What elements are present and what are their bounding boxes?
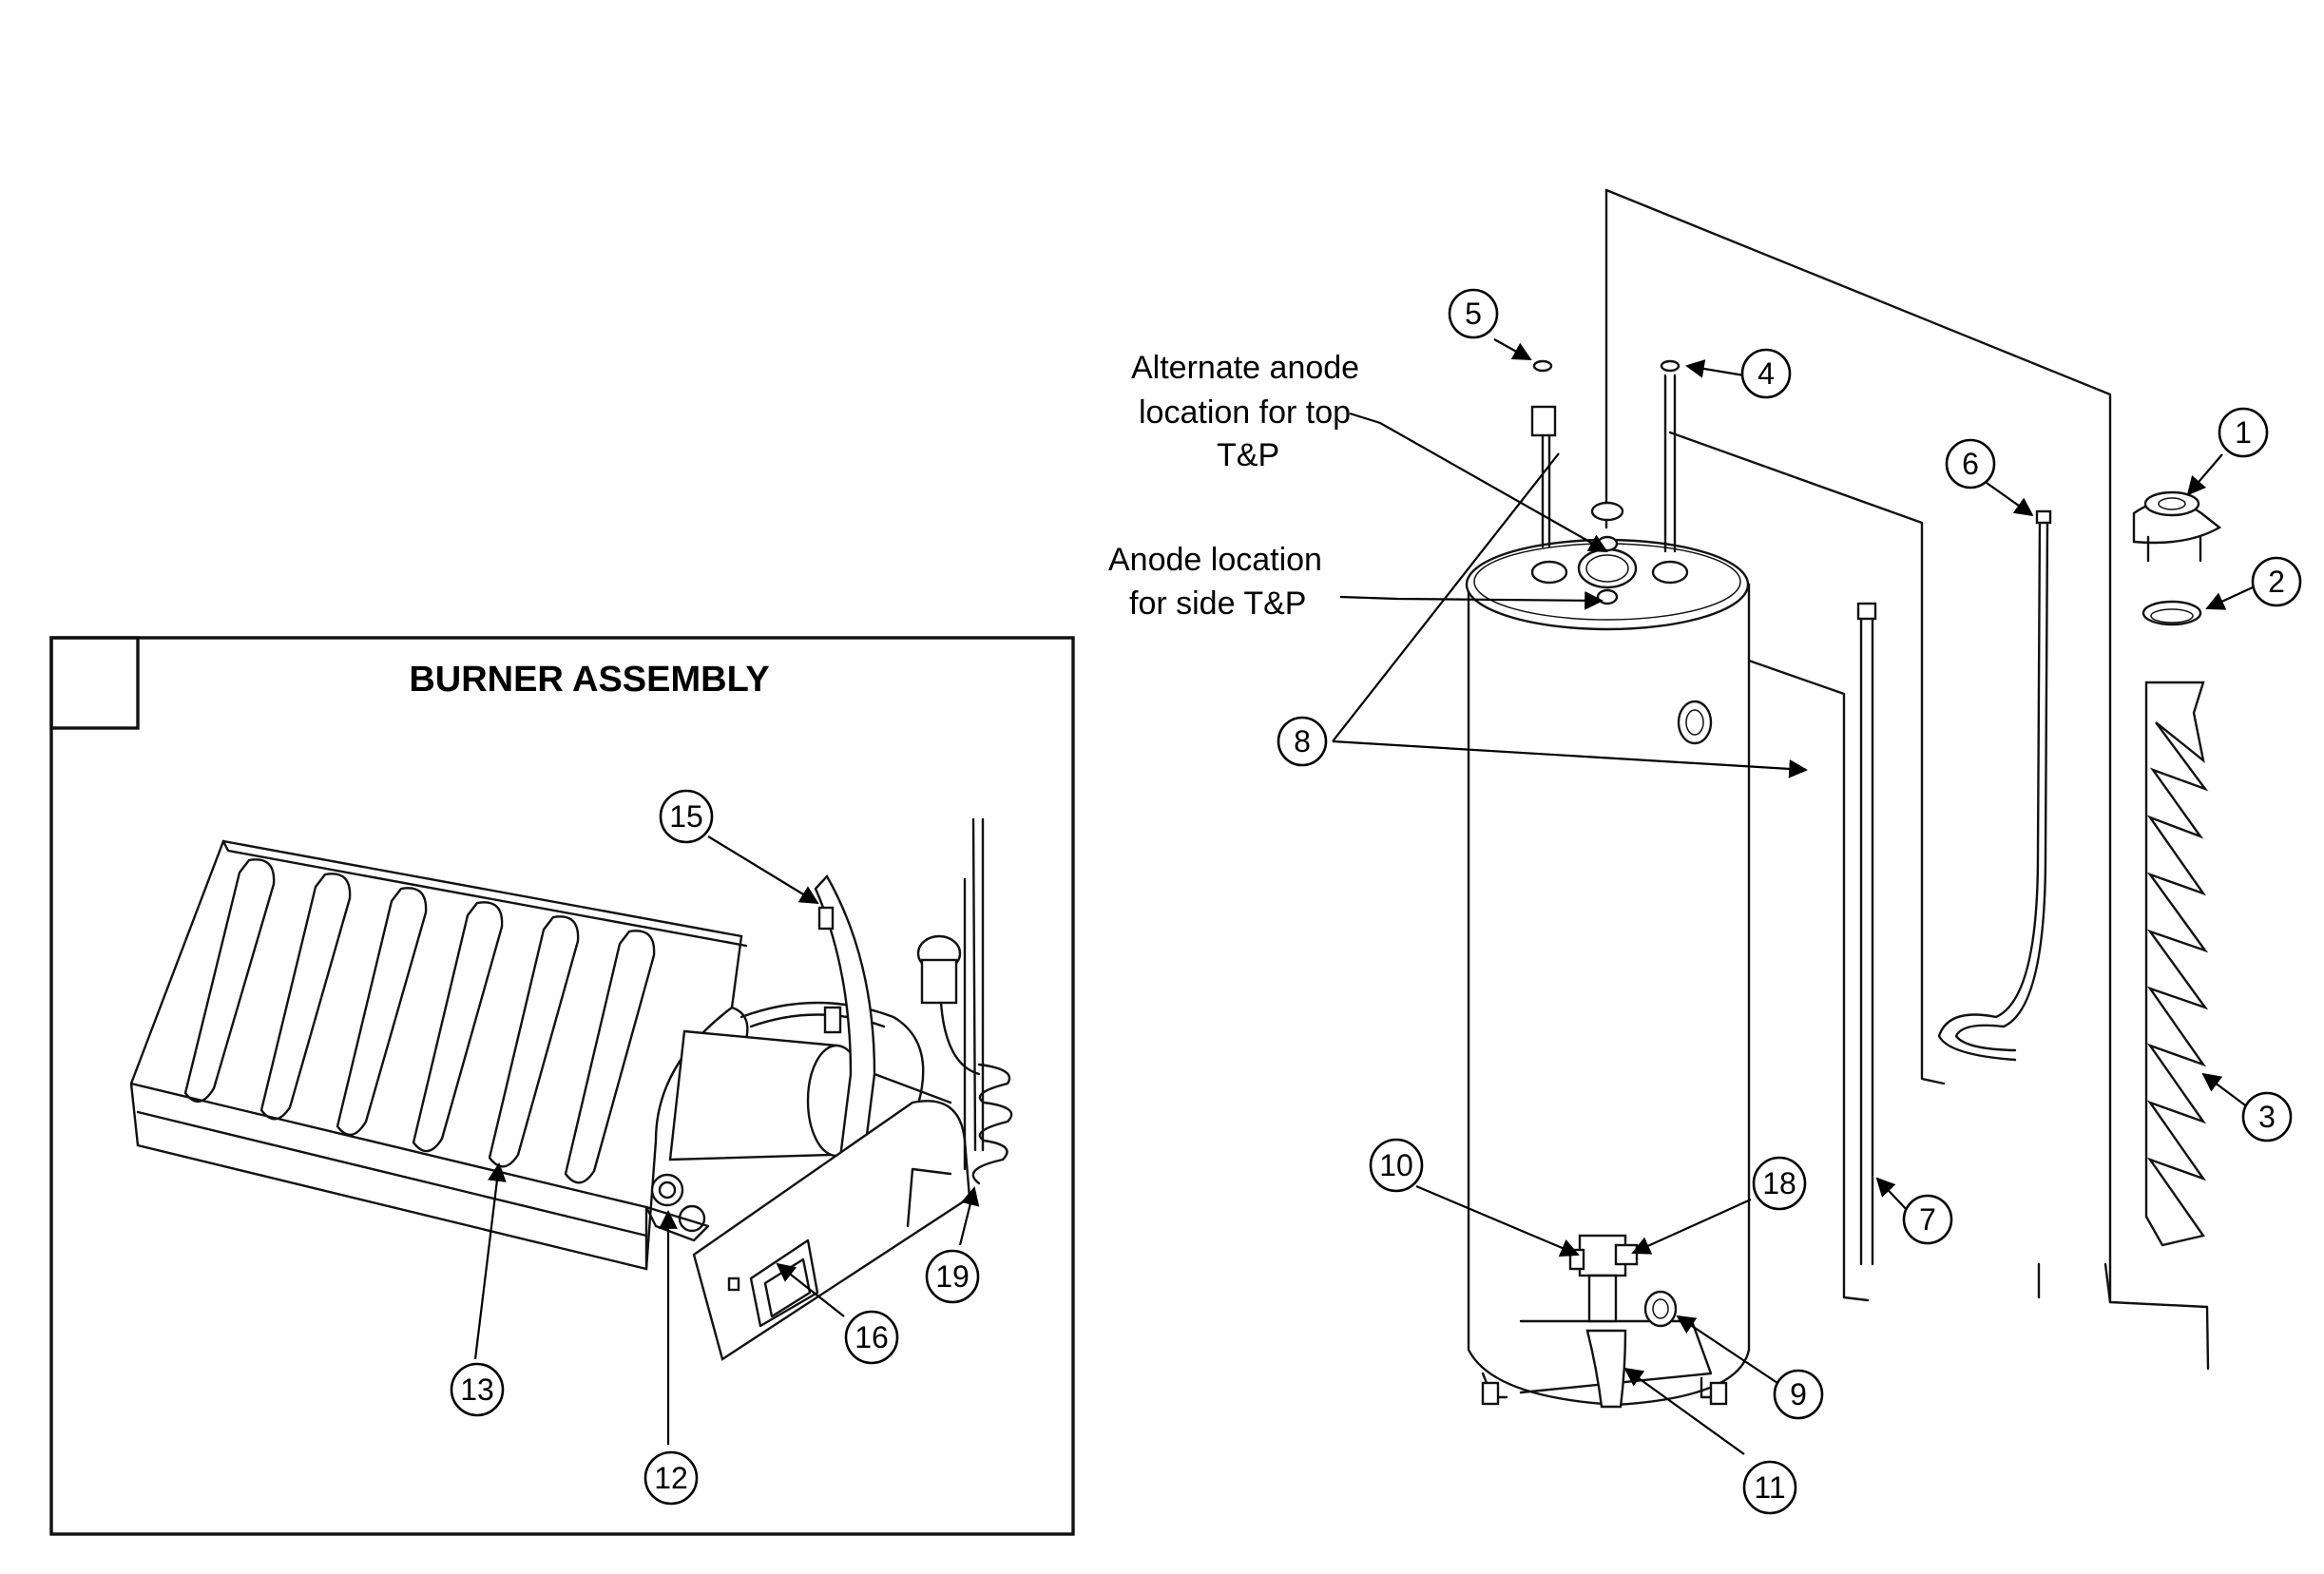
svg-text:6: 6 bbox=[1962, 447, 1979, 481]
flue-ring bbox=[2142, 600, 2202, 626]
svg-text:4: 4 bbox=[1757, 356, 1775, 391]
side-anode-label-line1: Anode location bbox=[1108, 542, 1322, 578]
callout-7: 7 bbox=[1902, 1194, 1953, 1245]
callout-1: 1 bbox=[2218, 407, 2269, 458]
pilot-assembly bbox=[644, 1173, 710, 1242]
svg-text:12: 12 bbox=[654, 1461, 688, 1495]
burner-assembly-inset: BURNER ASSEMBLY bbox=[49, 636, 1075, 1536]
callout-18: 18 bbox=[1752, 1156, 1807, 1211]
callout-10: 10 bbox=[1369, 1138, 1424, 1193]
alt-anode-label-line1: Alternate anode bbox=[1131, 350, 1359, 386]
callout-4: 4 bbox=[1740, 348, 1792, 399]
annotations: Alternate anode location for top T&P Ano… bbox=[1108, 350, 1359, 622]
callout-16: 16 bbox=[844, 1310, 899, 1365]
svg-text:15: 15 bbox=[669, 799, 703, 834]
svg-text:1: 1 bbox=[2235, 415, 2252, 450]
callout-19: 19 bbox=[925, 1249, 980, 1304]
svg-text:8: 8 bbox=[1294, 724, 1311, 758]
svg-text:10: 10 bbox=[1379, 1148, 1413, 1182]
callout-11: 11 bbox=[1742, 1460, 1797, 1515]
leader-lines bbox=[473, 338, 2254, 1455]
svg-text:11: 11 bbox=[1754, 1470, 1785, 1505]
svg-text:3: 3 bbox=[2258, 1100, 2276, 1134]
callout-13: 13 bbox=[450, 1362, 505, 1417]
flue-cap bbox=[2132, 490, 2222, 563]
flue-baffle bbox=[2144, 681, 2209, 1247]
callout-6: 6 bbox=[1945, 438, 1996, 489]
dip-tube bbox=[1856, 602, 1877, 1266]
callout-2: 2 bbox=[2251, 556, 2302, 607]
callouts: 1 2 3 4 5 6 7 8 9 10 11 12 13 15 16 18 1… bbox=[450, 288, 2302, 1515]
burner-body bbox=[129, 839, 749, 1271]
inset-frame bbox=[49, 636, 1075, 1536]
callout-12: 12 bbox=[643, 1450, 699, 1506]
callout-3: 3 bbox=[2241, 1091, 2293, 1142]
svg-text:7: 7 bbox=[1919, 1202, 1936, 1237]
burner-assembly-title: BURNER ASSEMBLY bbox=[409, 660, 769, 700]
side-anode-label-line2: for side T&P bbox=[1129, 585, 1306, 622]
svg-text:9: 9 bbox=[1790, 1377, 1807, 1411]
svg-text:19: 19 bbox=[935, 1259, 970, 1294]
svg-text:18: 18 bbox=[1762, 1166, 1796, 1200]
gas-tubing bbox=[873, 817, 1013, 1228]
anode-rod bbox=[1937, 509, 2052, 1062]
svg-text:2: 2 bbox=[2268, 565, 2285, 599]
inset-corner-box bbox=[49, 636, 140, 730]
callout-9: 9 bbox=[1773, 1369, 1824, 1420]
alt-anode-label-line3: T&P bbox=[1217, 437, 1279, 473]
callout-15: 15 bbox=[659, 789, 714, 844]
water-heater-tank bbox=[1465, 188, 2210, 1409]
callout-5: 5 bbox=[1448, 288, 1499, 339]
alt-anode-label-line2: location for top bbox=[1139, 394, 1351, 431]
callout-8: 8 bbox=[1277, 716, 1328, 767]
outer-door bbox=[692, 1100, 971, 1361]
svg-text:16: 16 bbox=[855, 1320, 889, 1354]
svg-text:5: 5 bbox=[1465, 297, 1482, 331]
svg-text:13: 13 bbox=[460, 1372, 494, 1407]
heat-trap-nipples bbox=[1530, 359, 1681, 553]
